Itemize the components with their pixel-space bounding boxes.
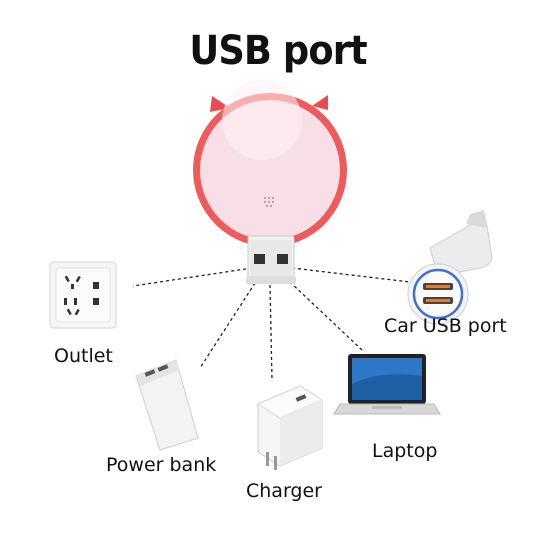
usb-plug-icon (246, 235, 296, 284)
label-power-bank: Power bank (106, 454, 217, 476)
night-light-icon (193, 80, 347, 247)
page-title: USB port (189, 28, 367, 74)
label-laptop: Laptop (372, 440, 438, 462)
line-to-outlet (132, 267, 253, 287)
car-charger-icon (407, 210, 493, 325)
power-bank-icon (135, 359, 199, 451)
wall-outlet-icon (49, 261, 117, 329)
line-to-laptop (289, 281, 363, 351)
connector-lines (132, 267, 411, 381)
label-car-usb-port: Car USB port (384, 315, 507, 337)
label-charger: Charger (246, 480, 322, 502)
usb-charger-icon (256, 385, 324, 470)
laptop-icon (333, 354, 441, 415)
line-to-power-bank (199, 282, 256, 369)
line-to-charger (269, 284, 273, 381)
line-to-car (291, 267, 411, 283)
label-outlet: Outlet (54, 345, 113, 367)
